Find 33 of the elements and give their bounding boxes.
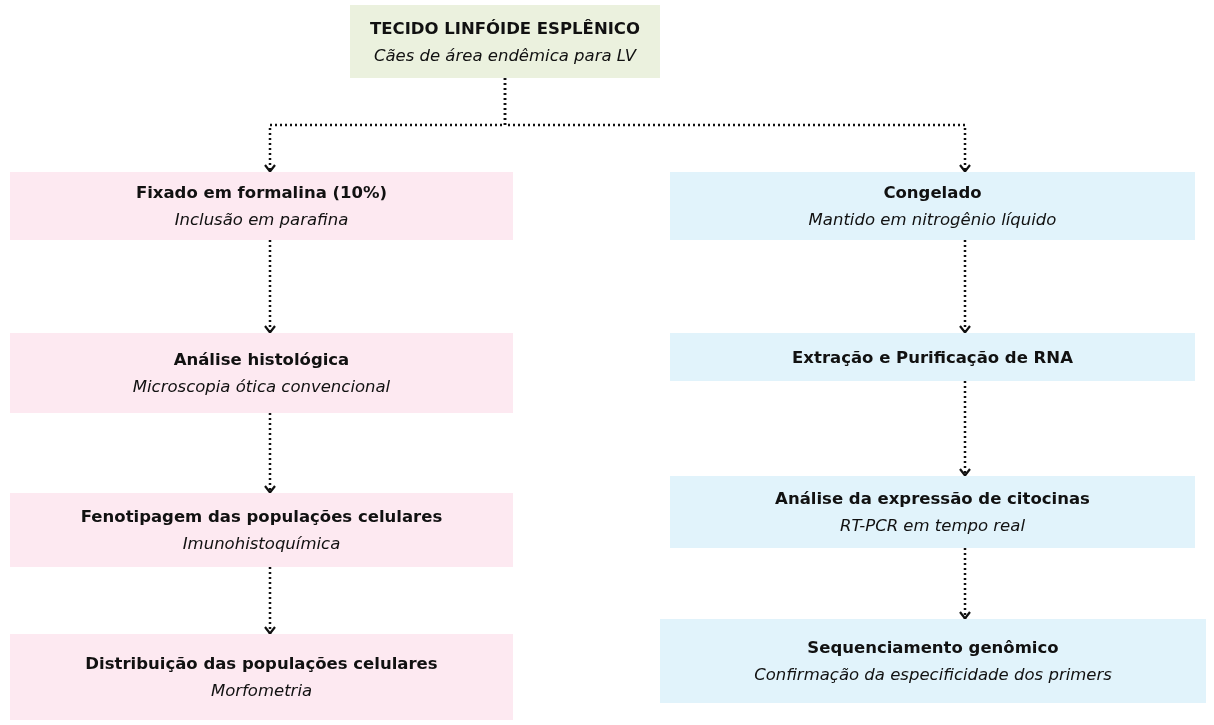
box-subtitle: Mantido em nitrogênio líquido [808,210,1057,229]
process-box [10,172,513,240]
box-heading: Análise histológica [173,350,350,369]
box-subtitle: Imunohistoquímica [182,534,341,553]
process-box [10,493,513,567]
process-box [10,333,513,413]
box-heading: Análise da expressão de citocinas [775,489,1090,508]
process-box [670,172,1195,240]
box-heading: Fenotipagem das populações celulares [80,507,443,526]
box-subtitle: RT-PCR em tempo real [840,516,1025,535]
arrow [263,413,277,494]
box-subtitle: Morfometria [210,681,313,700]
box-subtitle: Microscopia ótica convencional [132,377,391,396]
arrow [263,567,277,635]
box-subtitle: Inclusão em parafina [174,210,349,229]
arrow [958,381,972,477]
process-box [350,5,660,78]
box-heading: Congelado [883,183,982,202]
box-heading: Sequenciamento genômico [807,638,1059,657]
arrow [263,240,277,334]
box-heading: Extração e Purificação de RNA [792,347,1073,367]
process-box [670,333,1195,381]
box-subtitle: Cães de área endêmica para LV [373,45,637,65]
process-box [660,619,1206,703]
process-box [10,634,513,720]
box-heading: TECIDO LINFÓIDE ESPLÊNICO [370,18,640,38]
arrow [503,78,972,173]
box-subtitle: Confirmação da especificidade dos primers [754,665,1112,684]
arrow [958,240,972,334]
process-box [670,476,1195,548]
arrow [958,548,972,620]
box-heading: Distribuição das populações celulares [85,654,438,673]
box-heading: Fixado em formalina (10%) [135,183,388,202]
